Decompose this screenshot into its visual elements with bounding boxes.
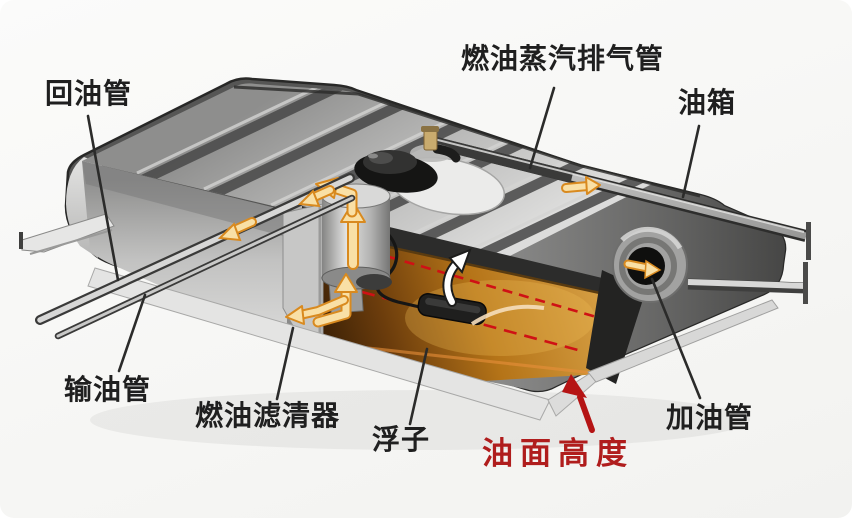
callout-line-filler-pipe xyxy=(650,277,702,400)
label-fuel-filter: 燃油滤清器 xyxy=(195,400,341,431)
callout-line-fuel-filter xyxy=(275,326,295,401)
return-and-delivery-pipes xyxy=(35,173,356,340)
oil-level-arrow xyxy=(562,374,595,433)
label-float: 浮子 xyxy=(372,424,431,455)
filler-opening xyxy=(612,226,688,303)
vapor-pipe-fitting xyxy=(410,126,461,163)
fuel-pump-cap xyxy=(354,150,438,193)
fuel-reflection xyxy=(470,304,545,326)
label-fuel-tank: 油箱 xyxy=(678,87,737,118)
callout-line-delivery-pipe xyxy=(117,293,147,373)
callout-line-vapor-pipe xyxy=(528,86,556,170)
right-rail xyxy=(687,262,808,304)
label-delivery-pipe: 输油管 xyxy=(64,374,152,405)
mounting-tray xyxy=(19,213,779,421)
strap-end-cap-upper xyxy=(806,222,811,260)
callout-line-float xyxy=(408,347,429,426)
label-oil-level: 油面高度 xyxy=(482,436,634,471)
float-up-arrow xyxy=(442,248,472,307)
callout-line-fuel-tank xyxy=(681,124,701,199)
label-vapor-pipe: 燃油蒸汽排气管 xyxy=(461,43,665,74)
label-filler-pipe: 加油管 xyxy=(666,402,754,433)
label-return-pipe: 回油管 xyxy=(45,78,133,109)
vapor-pipe-tube xyxy=(426,135,811,260)
strap-end-cap-lower xyxy=(803,262,808,304)
callout-line-return-pipe xyxy=(86,114,120,282)
